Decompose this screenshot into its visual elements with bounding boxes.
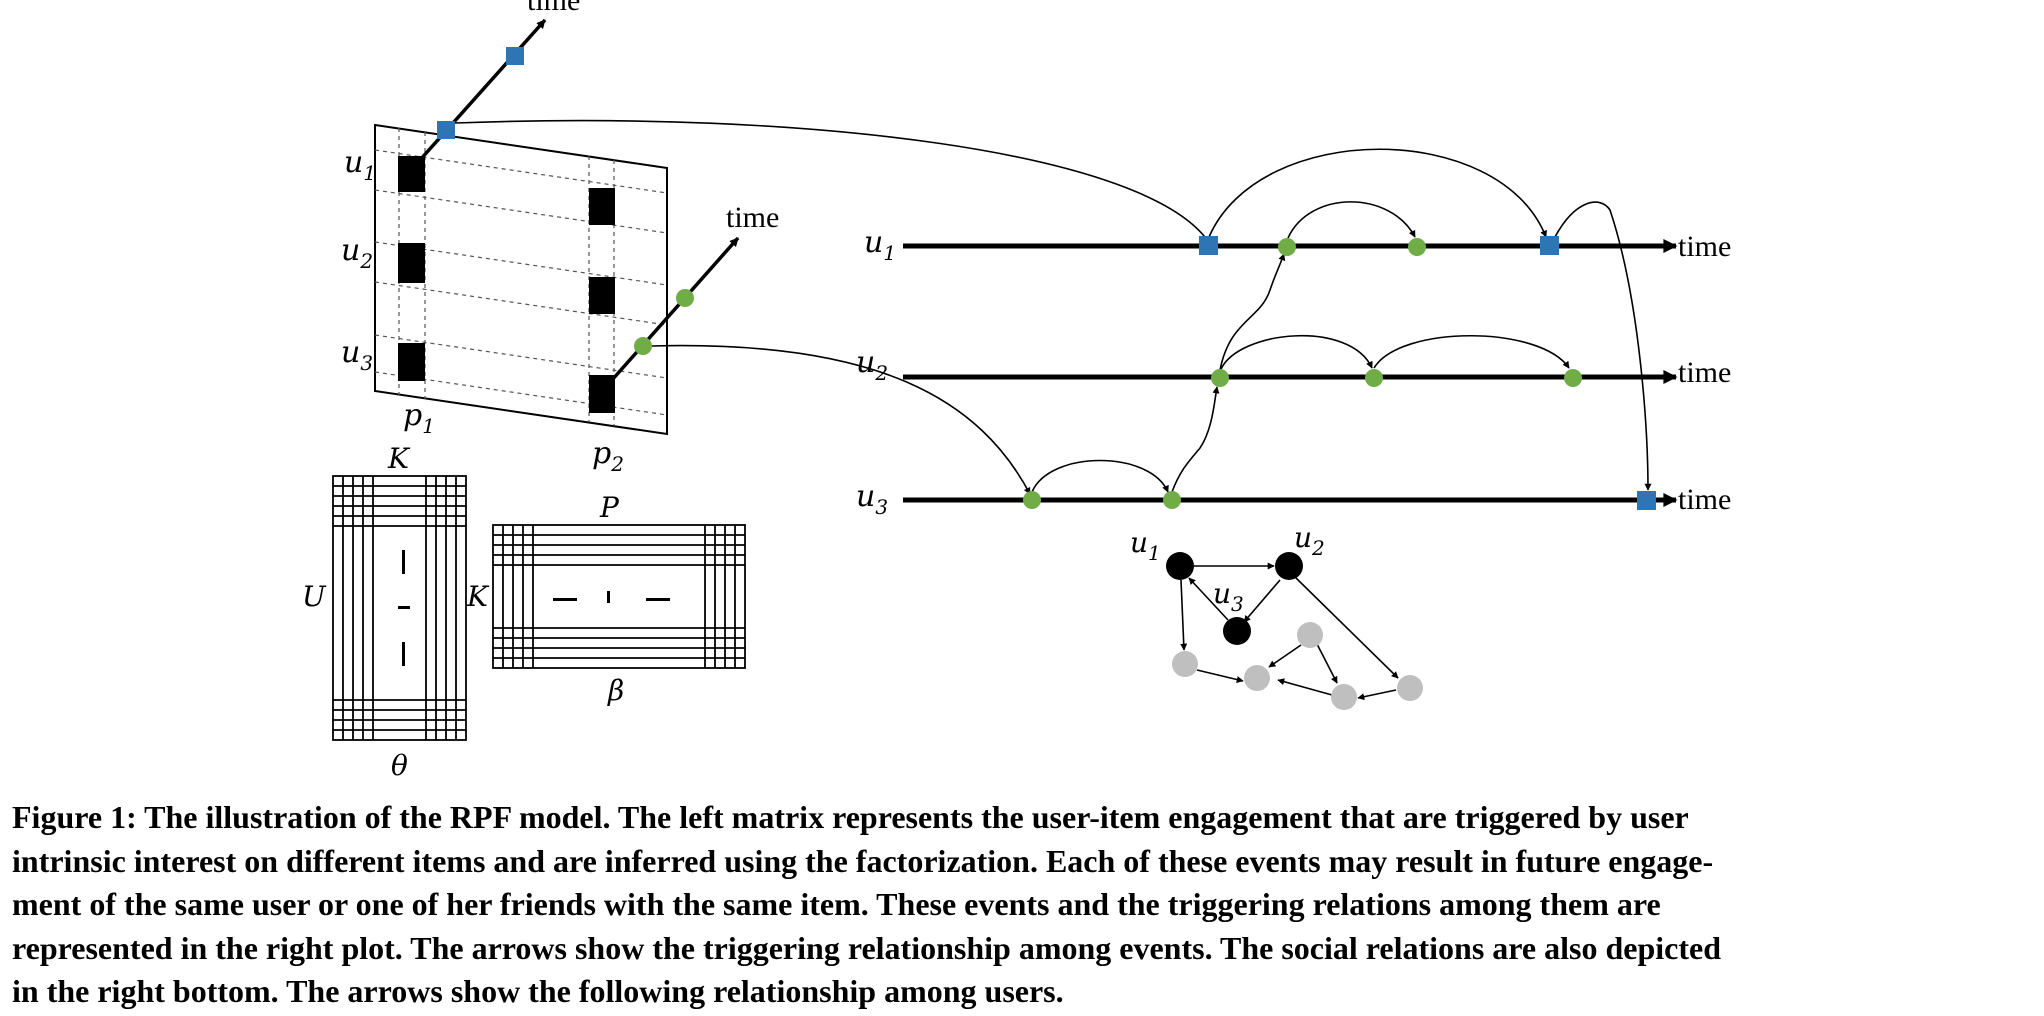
cell-u1-p1: [398, 156, 425, 192]
trigger-arrow: [454, 119, 1211, 245]
figure-caption: Figure 1: The illustration of the RPF mo…: [12, 796, 2036, 1014]
other-user-node: [1397, 675, 1423, 701]
event-p2-dot: [1023, 491, 1041, 509]
trigger-arrow: [651, 344, 1031, 495]
other-user-node: [1172, 651, 1198, 677]
beta-ellipsis: [553, 591, 670, 603]
timeline-events: [1023, 236, 1656, 510]
event-p2-dot: [1365, 369, 1383, 387]
theta-cols-label: K: [387, 442, 411, 475]
matrix-user-label: u2: [341, 233, 373, 273]
user-timelines: time time time u1 u2 u3: [856, 225, 1731, 519]
other-user-node: [1297, 622, 1323, 648]
event-p1-square: [1199, 236, 1218, 255]
event-p1-square: [506, 47, 524, 65]
event-p1-square: [1637, 491, 1656, 510]
event-p2-dot: [1163, 491, 1181, 509]
caption-line: ment of the same user or one of her frie…: [12, 886, 1661, 922]
timeline-user-label: u1: [864, 225, 896, 265]
timeline-user-label: u3: [856, 479, 888, 519]
other-user-node: [1244, 665, 1270, 691]
beta-name-label: β: [607, 674, 624, 707]
caption-line: in the right bottom. The arrows show the…: [12, 973, 1064, 1009]
beta-cols-label: P: [599, 491, 620, 524]
caption-line: Figure 1: The illustration of the RPF mo…: [12, 799, 1689, 835]
rpf-model-figure: time time u1 u2 u3 p1 p2 K U θ: [302, 0, 1731, 782]
matrix-user-label: u1: [344, 145, 376, 185]
matrix-item-label: p2: [592, 436, 624, 476]
theta-name-label: θ: [391, 749, 408, 782]
time-label: time: [527, 0, 580, 17]
time-label: time: [1678, 483, 1731, 516]
user-node-u1: [1166, 552, 1194, 580]
event-p2-dot: [1278, 238, 1296, 256]
cell-u3-p1: [398, 343, 425, 381]
event-p1-square: [437, 121, 455, 139]
social-network: u1 u2 u3: [1130, 521, 1423, 710]
graph-user-label: u2: [1294, 521, 1325, 560]
time-axis-p2: [610, 236, 740, 382]
user-node-u3: [1223, 617, 1251, 645]
caption-line: represented in the right plot. The arrow…: [12, 929, 1722, 966]
timeline-user-label: u2: [856, 345, 888, 385]
cell-u1-p2: [589, 188, 615, 225]
cell-u2-p1: [398, 243, 425, 283]
event-p1-square: [1540, 236, 1559, 255]
engagement-matrix: time time u1 u2 u3 p1 p2: [341, 0, 779, 476]
event-p2-dot: [1564, 369, 1582, 387]
matrix-user-label: u3: [341, 335, 373, 375]
caption-line: intrinsic interest on different items an…: [12, 842, 1714, 879]
cell-u3-p2: [589, 375, 615, 413]
matrix-item-label: p1: [403, 398, 435, 438]
beta-matrix: [492, 524, 746, 669]
event-p2-dot: [676, 289, 694, 307]
event-p2-dot: [634, 337, 652, 355]
event-p2-dot: [1408, 238, 1426, 256]
time-label: time: [1678, 230, 1731, 263]
theta-ellipsis: [398, 550, 410, 666]
triggering-relations: [1031, 148, 1652, 493]
cell-u2-p2: [589, 277, 615, 314]
event-p2-dot: [1211, 369, 1229, 387]
beta-rows-label: K: [466, 580, 490, 613]
time-label: time: [1678, 356, 1731, 389]
graph-user-label: u3: [1213, 577, 1244, 616]
theta-rows-label: U: [302, 580, 327, 613]
time-label: time: [726, 201, 779, 234]
theta-matrix: [332, 475, 467, 741]
user-node-u2: [1275, 552, 1303, 580]
graph-user-label: u1: [1130, 526, 1161, 565]
other-user-node: [1331, 684, 1357, 710]
